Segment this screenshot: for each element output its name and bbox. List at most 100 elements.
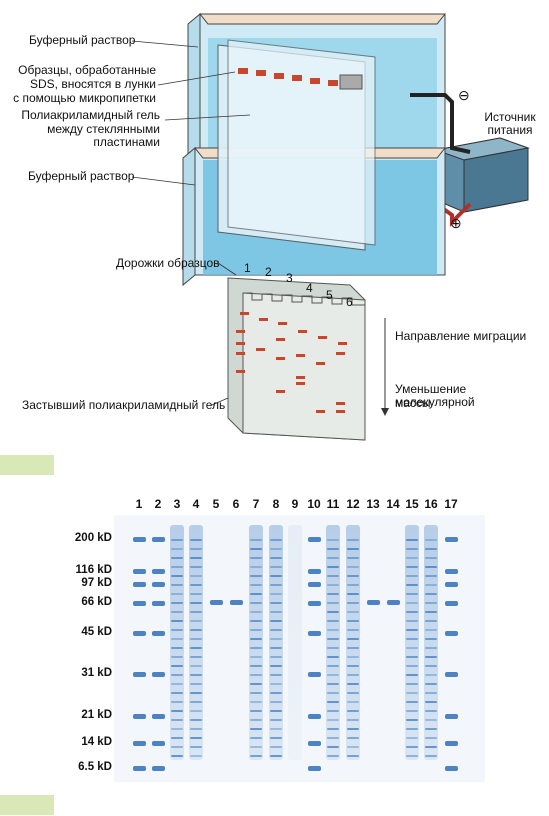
gel-band [270,575,282,577]
gel-band [132,600,146,606]
gel-band [190,620,202,622]
gel-band [425,710,437,712]
gel-band [327,566,339,568]
gel-band [425,548,437,550]
photo-lane-number: 6 [232,497,240,511]
gel-band [190,683,202,685]
gel-band [270,620,282,622]
gel-band [270,701,282,703]
gel-band [151,671,165,677]
glass-plates [217,39,376,251]
gel-band [250,566,262,568]
gel-band [347,656,359,658]
gel-band [171,584,183,586]
gel-band [347,584,359,586]
photo-lane-number: 5 [212,497,220,511]
gel-band [171,674,183,676]
photo-lane-number: 1 [135,497,143,511]
gel-band [347,674,359,676]
gel-band [190,557,202,559]
electrophoresis-apparatus-drawing [131,12,530,441]
gel-band [270,692,282,694]
gel-band [307,536,321,542]
gel-band [190,692,202,694]
gel-band [190,656,202,658]
gel-band [425,728,437,730]
gel-band [250,674,262,676]
gel-band [327,575,339,577]
gel-band [327,719,339,721]
gel-band [406,566,418,568]
gel-band [307,765,321,771]
gel-band [327,755,339,757]
photo-lane-number: 9 [291,497,299,511]
gel-band [425,755,437,757]
gel-band [171,647,183,649]
section-tag [0,455,54,475]
section-tag [0,795,54,815]
gel-band [406,755,418,757]
gel-band [307,568,321,574]
label-buffer-top: Буферный раствор [29,33,136,47]
gel-band [347,620,359,622]
gel-band [132,713,146,719]
molecular-weight-marker-label: 21 kD [81,709,112,721]
gel-band [250,647,262,649]
gel-band [132,630,146,636]
gel-band [190,593,202,595]
gel-band [190,665,202,667]
gel-band [171,737,183,739]
gel-band [327,737,339,739]
gel-band [270,755,282,757]
gel-band [425,620,437,622]
gel-band [406,584,418,586]
gel-band [327,557,339,559]
gel-band [327,692,339,694]
molecular-weight-marker-label: 200 kD [74,532,112,544]
gel-band [132,671,146,677]
gel-band [250,611,262,613]
gel-band [366,599,380,605]
gel-lane-number: 1 [244,261,251,275]
gel-band [347,548,359,550]
gel-band [425,593,437,595]
gel-band [209,599,223,605]
gel-band [190,728,202,730]
gel-band [270,629,282,631]
gel-band [250,557,262,559]
gel-band [250,728,262,730]
label-mass-line2: массы [395,396,431,410]
gel-band [190,539,202,541]
gel-band [327,548,339,550]
gel-lane-smear [170,525,184,760]
gel-band [406,701,418,703]
gel-band [270,557,282,559]
gel-band [425,737,437,739]
gel-band [307,600,321,606]
label-samples-line1: Образцы, обработанные [18,63,156,77]
gel-band [444,671,458,677]
gel-band [270,647,282,649]
gel-band [229,599,243,605]
gel-band [132,536,146,542]
gel-band [307,740,321,746]
gel-band [190,566,202,568]
molecular-weight-marker-label: 45 kD [81,626,112,638]
gel-band [347,629,359,631]
gel-band [425,575,437,577]
gel-band [347,557,359,559]
gel-band [151,568,165,574]
gel-band [171,701,183,703]
gel-band [190,674,202,676]
gel-band [171,620,183,622]
gel-band [425,746,437,748]
gel-band [151,581,165,587]
label-power-line1: Источник [484,110,536,124]
gel-lane-number: 5 [326,288,333,302]
gel-band [406,575,418,577]
gel-band [327,674,339,676]
label-samples-line3: с помощью микропипетки [13,91,156,105]
gel-lane-number: 4 [306,281,313,295]
gel-band [444,713,458,719]
gel-band [406,629,418,631]
